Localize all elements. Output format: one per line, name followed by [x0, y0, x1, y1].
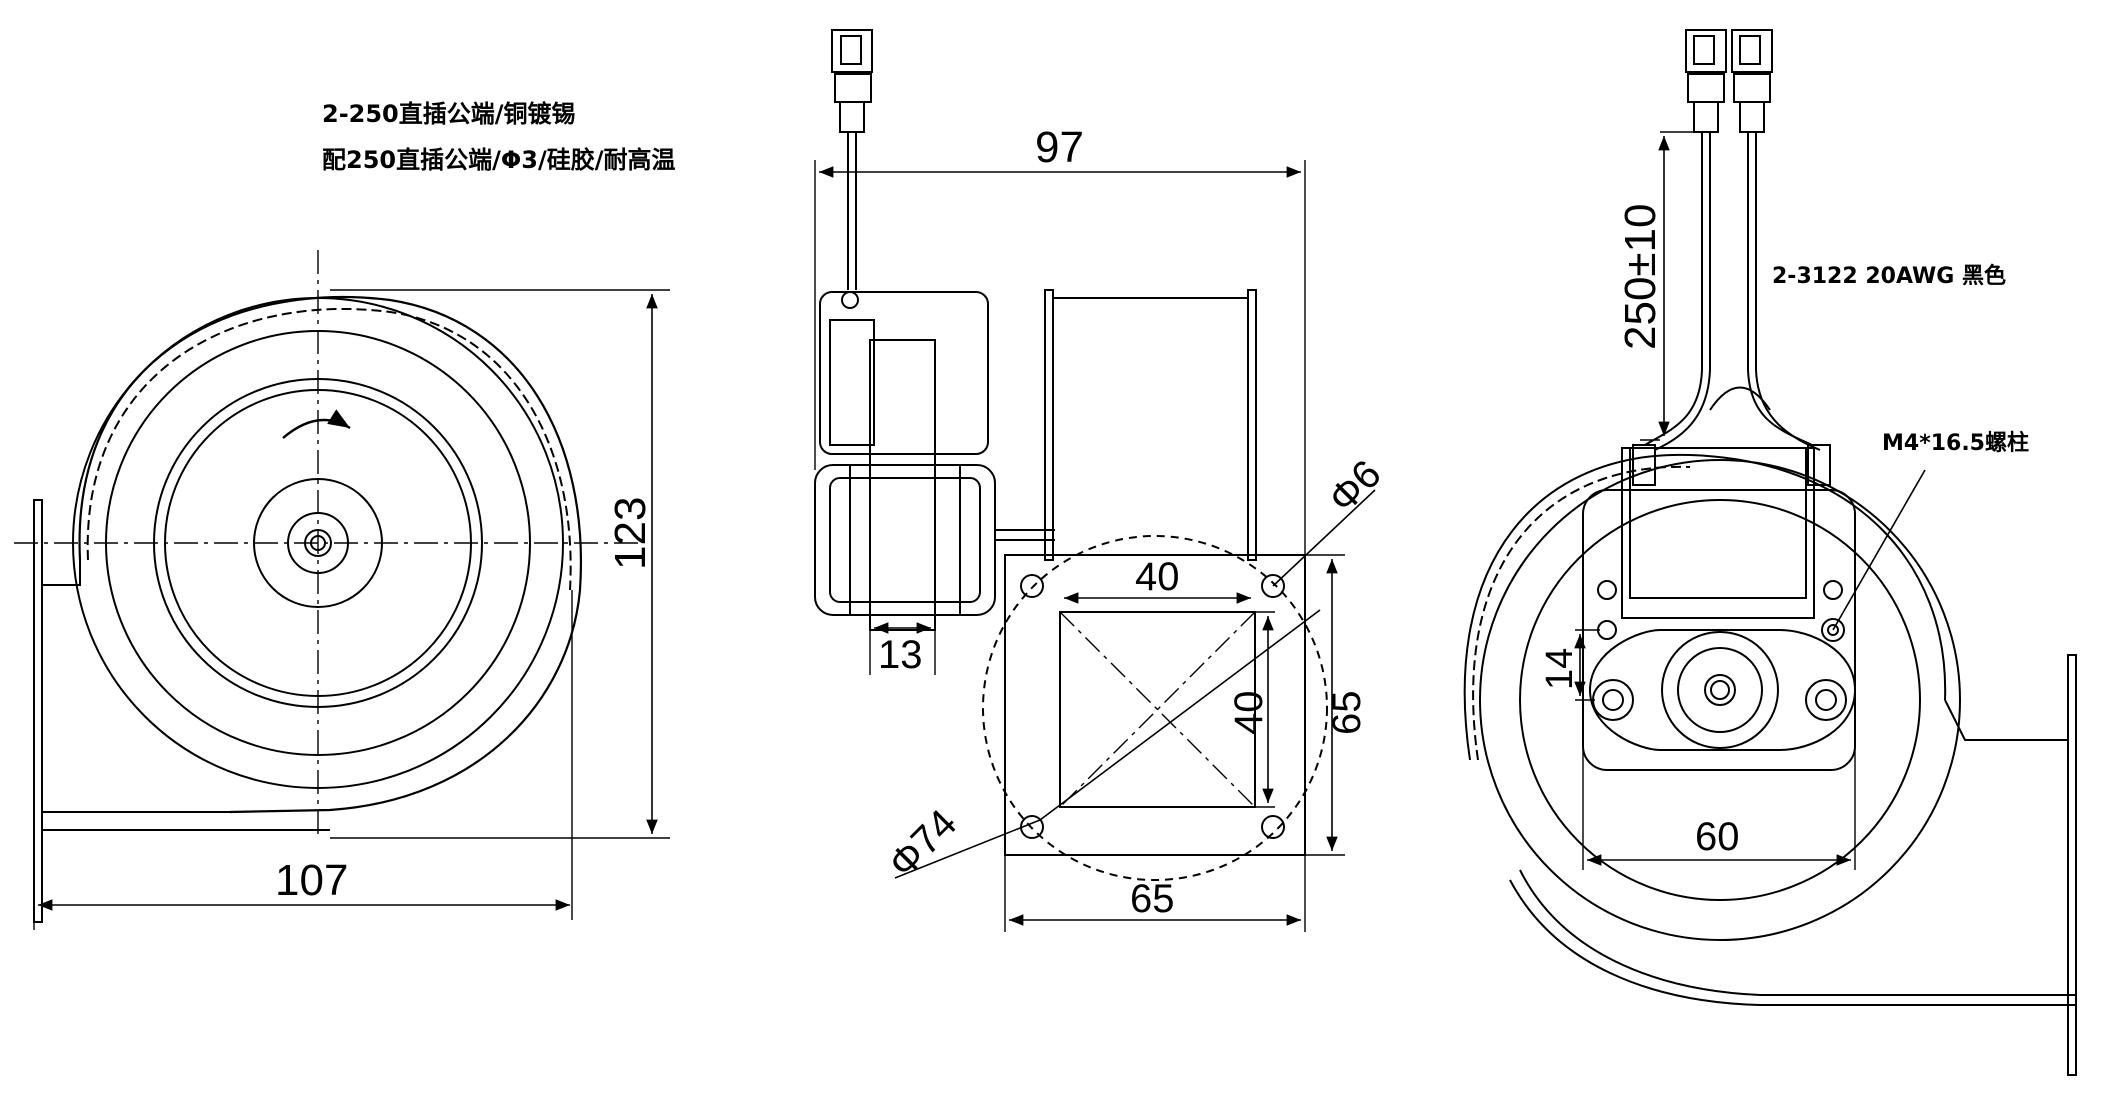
dim-flange-width: 65 — [1130, 877, 1175, 921]
dim-side-length: 97 — [1035, 123, 1084, 172]
dim-opening-height: 40 — [1227, 691, 1271, 736]
dim-flange-height: 65 — [1325, 691, 1369, 736]
dim-front-height: 123 — [606, 497, 655, 570]
note-wire-spec: 2-3122 20AWG 黑色 — [1772, 263, 2006, 289]
dim-hole-diameter: Φ6 — [1320, 452, 1389, 521]
dim-front-width: 107 — [275, 856, 348, 905]
dim-side-thickness: 13 — [878, 633, 923, 677]
note-terminal-line2: 配250直插公端/Φ3/硅胶/耐高温 — [322, 146, 676, 174]
note-stud-spec: M4*16.5螺柱 — [1882, 431, 2029, 456]
note-terminal-line1: 2-250直插公端/铜镀锡 — [322, 100, 576, 128]
dim-circle-diameter: Φ74 — [880, 801, 965, 886]
dim-lead-length: 250±10 — [1616, 203, 1665, 350]
dim-hole-offset: 14 — [1539, 648, 1581, 690]
dim-opening-width: 40 — [1135, 555, 1180, 599]
rear-view — [1463, 29, 2077, 1076]
dim-mount-spacing: 60 — [1695, 815, 1740, 859]
front-view — [14, 250, 670, 930]
side-view — [814, 29, 1376, 932]
